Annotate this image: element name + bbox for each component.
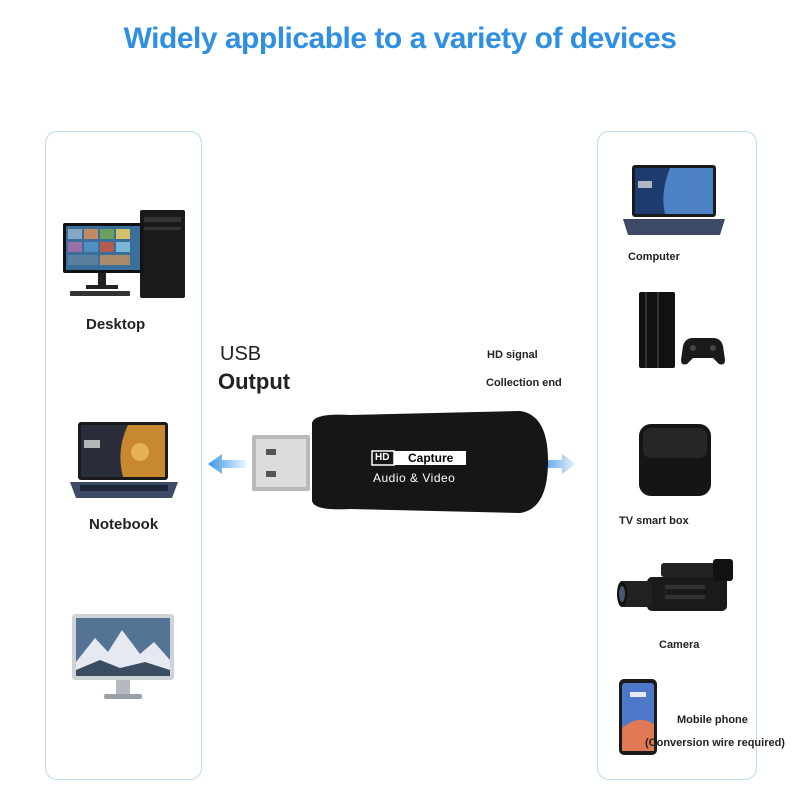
game-console-image	[639, 292, 725, 368]
usb-label: USB	[220, 343, 262, 365]
right-arrow-icon	[538, 454, 576, 474]
hd-capture-dongle: HD Capture Audio & Video	[230, 405, 560, 520]
mobile-phone-note: (Conversion wire required)	[645, 737, 785, 749]
computer-label: Computer	[628, 251, 680, 263]
page-title: Widely applicable to a variety of device…	[123, 22, 677, 55]
notebook-image	[70, 422, 178, 498]
tv-smart-box-label: TV smart box	[619, 515, 689, 527]
camera-label: Camera	[659, 639, 700, 651]
computer-laptop-image	[623, 165, 725, 235]
dongle-audio-video-text: Audio & Video	[373, 471, 456, 485]
output-label: Output	[218, 369, 291, 394]
notebook-label: Notebook	[89, 516, 159, 533]
monitor-image	[72, 614, 174, 699]
mobile-phone-label: Mobile phone	[677, 714, 748, 726]
desktop-label: Desktop	[86, 316, 146, 333]
hd-signal-label: HD signal	[487, 349, 538, 361]
dongle-hd-badge: HD	[375, 452, 390, 463]
collection-end-label: Collection end	[486, 377, 562, 389]
camera-image	[617, 559, 733, 611]
left-arrow-icon	[208, 454, 246, 474]
desktop-pc-image	[63, 210, 185, 298]
mobile-phone-image	[619, 679, 657, 755]
tv-box-image	[639, 424, 711, 496]
dongle-capture-text: Capture	[408, 451, 454, 465]
